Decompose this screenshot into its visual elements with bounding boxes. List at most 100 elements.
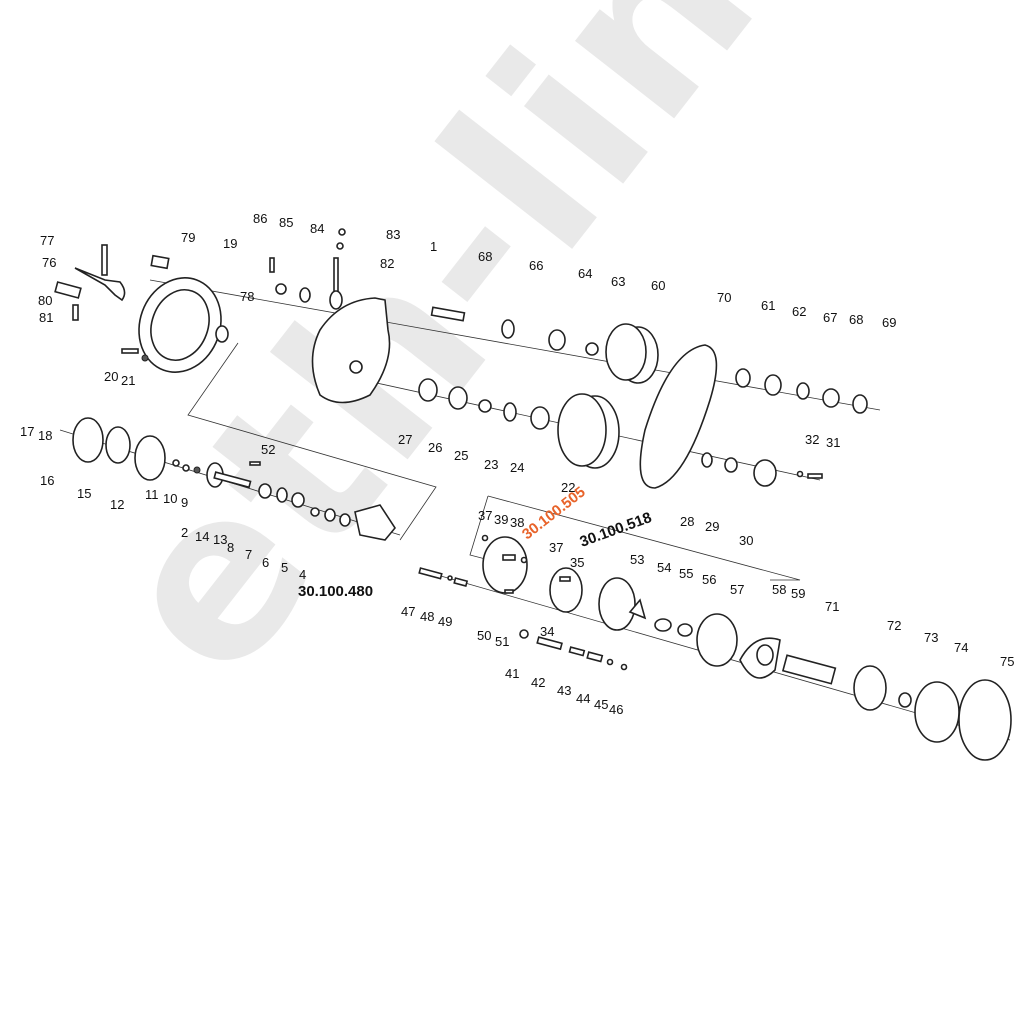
washer-32 — [796, 470, 804, 478]
part-label-38: 38 — [510, 515, 524, 530]
ring-11 — [172, 459, 180, 467]
part-label-70: 70 — [717, 290, 731, 305]
hub-59 — [756, 644, 774, 666]
part-label-11: 11 — [145, 487, 159, 502]
part-label-57: 57 — [730, 582, 744, 597]
part-label-81: 81 — [39, 310, 53, 325]
part-label-12: 12 — [110, 497, 124, 512]
part-label-5: 5 — [281, 560, 288, 575]
bearing-24 — [530, 406, 550, 430]
disc-53 — [598, 577, 636, 631]
flange-34 — [549, 567, 583, 613]
ball-48 — [447, 575, 453, 581]
screw-81 — [72, 304, 79, 321]
seal-30 — [753, 459, 777, 487]
spacer-63 — [585, 342, 599, 356]
bearing-26 — [448, 386, 468, 410]
part-label-20: 20 — [104, 369, 118, 384]
part-label-68: 68 — [478, 249, 492, 264]
bearing-64 — [548, 329, 566, 351]
part-label-37: 37 — [478, 508, 492, 523]
ring-37b — [520, 556, 528, 564]
part-label-32: 32 — [805, 432, 819, 447]
cover-1-hub — [349, 360, 363, 374]
part-label-6: 6 — [262, 555, 269, 570]
seal-27 — [418, 378, 438, 402]
bearing-4b — [339, 513, 351, 527]
spring-43 — [568, 646, 586, 657]
part-label-2: 2 — [181, 525, 188, 540]
bearing-4a — [324, 508, 336, 522]
part-label-44: 44 — [576, 691, 590, 706]
part-label-28: 28 — [680, 514, 694, 529]
nut-83a — [338, 228, 346, 236]
shaft-68 — [430, 306, 466, 322]
lever-76 — [74, 267, 126, 302]
flange-72 — [853, 665, 887, 711]
part-label-47: 47 — [401, 604, 415, 619]
part-label-49: 49 — [438, 614, 452, 629]
part-label-86: 86 — [253, 211, 267, 226]
frame-518 — [487, 495, 801, 581]
housing-19-inner — [150, 289, 210, 361]
bolt-77 — [101, 244, 108, 276]
part-label-46: 46 — [609, 702, 623, 717]
ring-66 — [501, 319, 515, 339]
pin-80 — [54, 281, 82, 299]
part-label-64: 64 — [578, 266, 592, 281]
gear-74 — [914, 681, 960, 743]
part-label-68: 68 — [849, 312, 863, 327]
part-label-48: 48 — [420, 609, 434, 624]
bearing-62 — [764, 374, 782, 396]
sleeve-44 — [586, 651, 604, 663]
belt-70 — [639, 344, 718, 489]
part-label-63: 63 — [611, 274, 625, 289]
part-label-83: 83 — [386, 227, 400, 242]
part-label-50: 50 — [477, 628, 491, 643]
pulley-22-groove — [557, 393, 607, 467]
part-label-43: 43 — [557, 683, 571, 698]
shaft-sleeve — [354, 504, 396, 541]
spacer-25 — [478, 399, 492, 413]
pin-47 — [418, 567, 443, 580]
drum-12 — [134, 435, 166, 481]
part-label-85: 85 — [279, 215, 293, 230]
bolt-31 — [807, 473, 823, 479]
part-label-80: 80 — [38, 293, 52, 308]
part-label-74: 74 — [954, 640, 968, 655]
nut-83b — [336, 242, 344, 250]
part-label-75: 75 — [1000, 654, 1014, 669]
part-label-39: 39 — [494, 512, 508, 527]
part-label-35: 35 — [570, 555, 584, 570]
part-label-23: 23 — [484, 457, 498, 472]
part-label-58: 58 — [772, 582, 786, 597]
part-label-7: 7 — [245, 547, 252, 562]
part-label-67: 67 — [823, 310, 837, 325]
part-label-66: 66 — [529, 258, 543, 273]
disc-15 — [105, 426, 131, 464]
plate-54 — [628, 598, 647, 620]
part-label-4: 4 — [299, 567, 306, 582]
part-label-56: 56 — [702, 572, 716, 587]
key-52 — [249, 461, 261, 466]
washer-68 — [822, 388, 840, 408]
circlip-69 — [852, 394, 868, 414]
part-label-13: 13 — [213, 532, 227, 547]
part-label-84: 84 — [310, 221, 324, 236]
part-label-59: 59 — [791, 586, 805, 601]
shaft-2 — [213, 471, 252, 489]
eyebolt-82 — [333, 257, 339, 293]
part-label-17: 17 — [20, 424, 34, 439]
part-label-9: 9 — [181, 495, 188, 510]
disc-75 — [958, 679, 1012, 761]
plunger-42 — [536, 636, 563, 651]
part-label-29: 29 — [705, 519, 719, 534]
pin-38 — [502, 554, 516, 561]
part-label-62: 62 — [792, 304, 806, 319]
part-label-51: 51 — [495, 634, 509, 649]
part-label-82: 82 — [380, 256, 394, 271]
seal-78 — [215, 325, 229, 343]
spacer-5 — [310, 507, 320, 517]
